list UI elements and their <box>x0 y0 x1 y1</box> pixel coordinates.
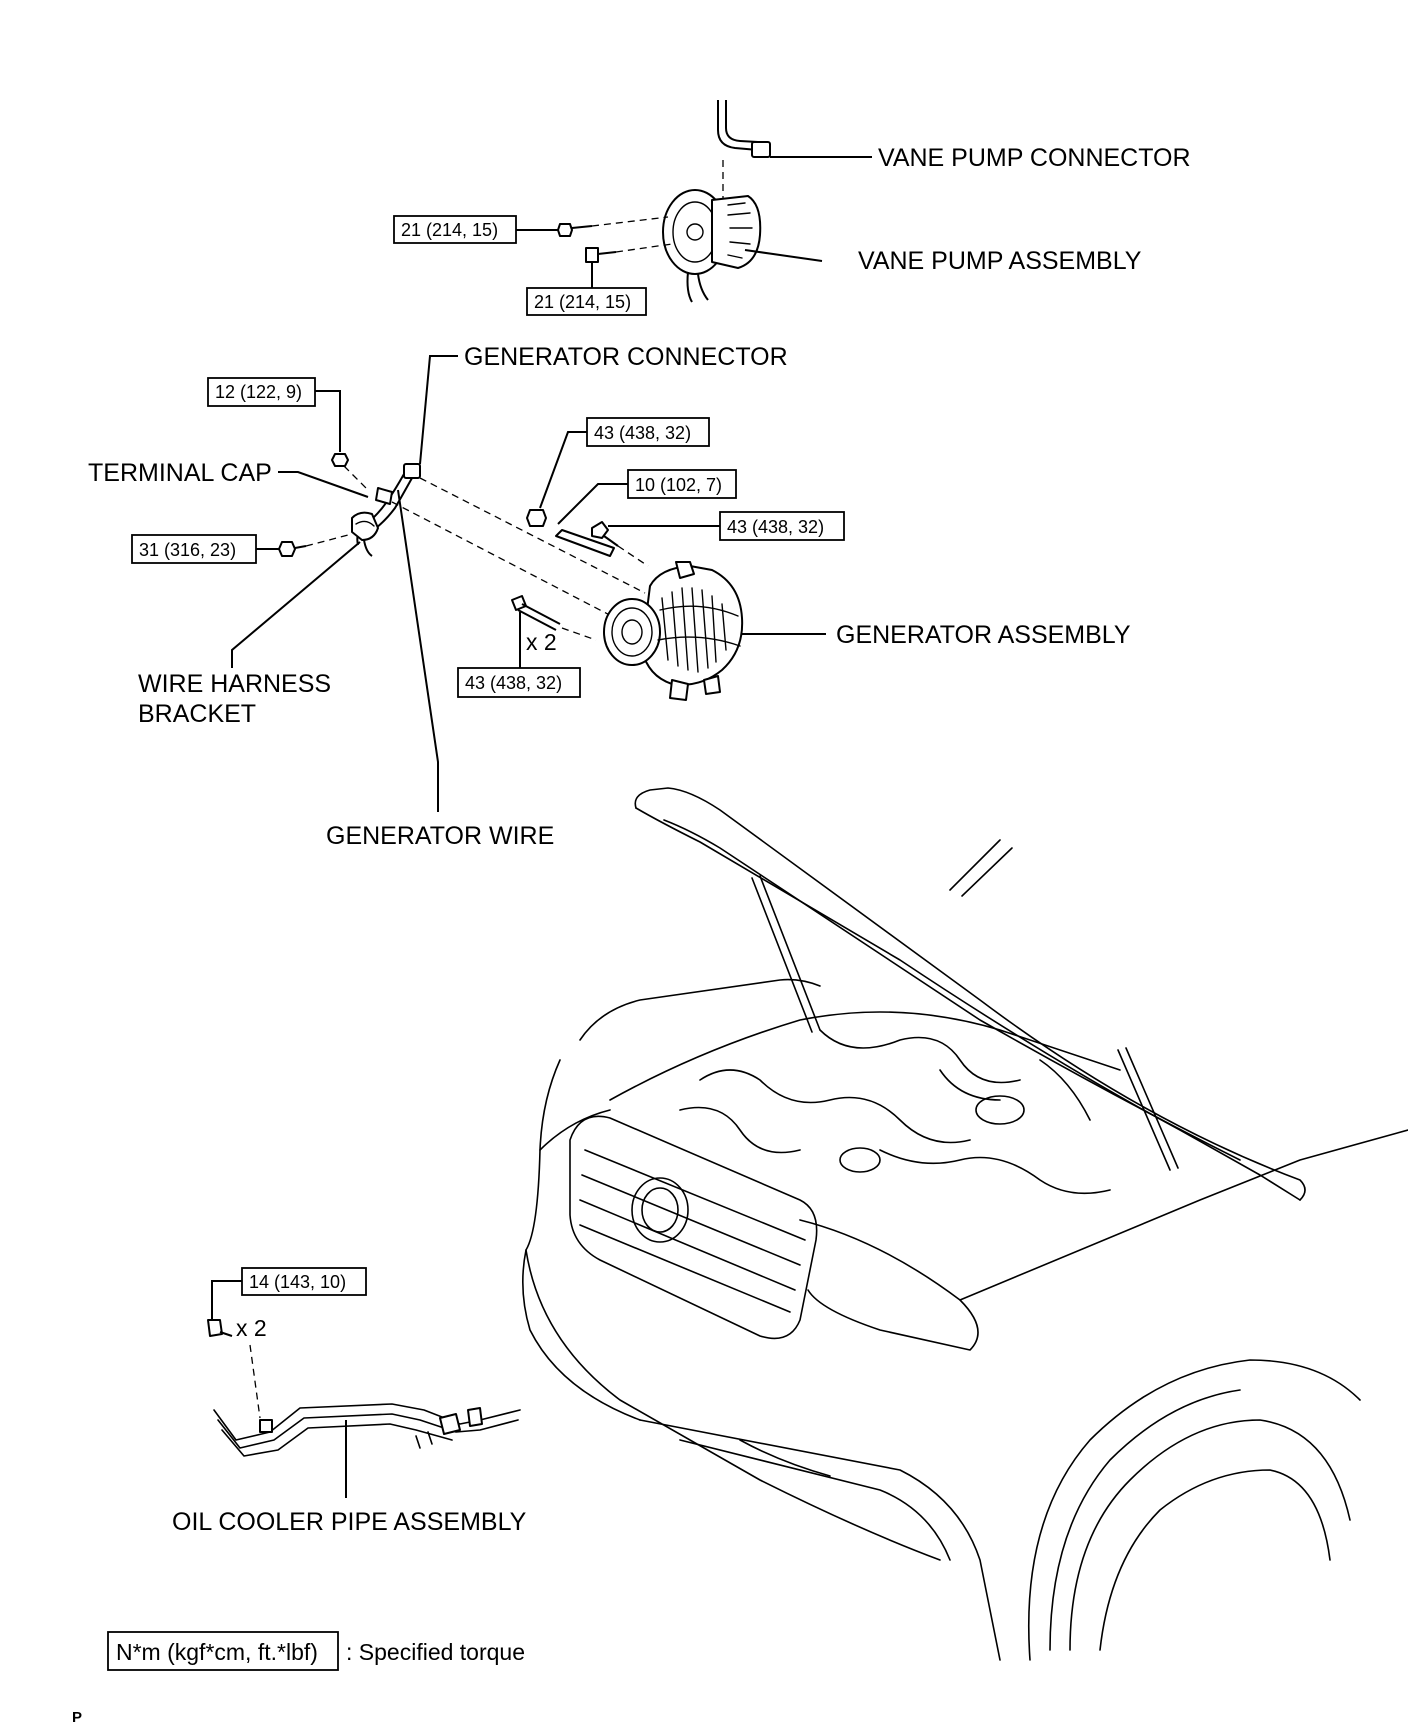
legend-unit-box <box>107 1631 339 1671</box>
torque-vane-lower: 21 (214, 15) <box>534 292 631 312</box>
vane-pump-assembly-label: VANE PUMP ASSEMBLY <box>858 247 1142 275</box>
wire-harness-bracket-label-2: BRACKET <box>138 700 256 728</box>
vehicle-front-illustration <box>522 787 1408 1661</box>
generator-bolt-lower <box>511 595 527 611</box>
torque-generator-stud: 10 (102, 7) <box>635 475 722 495</box>
vane-pump-harness <box>717 100 759 151</box>
generator-bolt-right <box>591 521 609 539</box>
oil-cooler-bolt-qty: x 2 <box>236 1315 267 1341</box>
torque-terminal-nut: 12 (122, 9) <box>215 382 302 402</box>
leader-wire-harness-bracket <box>231 541 361 668</box>
torque-legend: N*m (kgf*cm, ft.*lbf) : Specified torque <box>107 1631 525 1671</box>
terminal-cap-label: TERMINAL CAP <box>88 459 272 487</box>
torque-box-generator-bolt-right <box>719 511 845 541</box>
torque-box-terminal-nut <box>207 377 316 407</box>
torque-box-generator-stud <box>627 469 737 499</box>
leader-generator-connector <box>419 355 458 465</box>
oil-cooler-group: 14 (143, 10) x 2 OIL COOLER PIPE ASSEMBL… <box>172 1267 527 1536</box>
vane-lower-bolt <box>585 247 599 263</box>
leader-vane-pump-assembly <box>744 249 823 262</box>
torque-box-oil-cooler-bolt <box>241 1267 367 1296</box>
generator-lower-bolt-qty: x 2 <box>526 629 557 655</box>
terminal-nut <box>331 453 349 467</box>
torque-bracket-bolt: 31 (316, 23) <box>139 540 236 560</box>
vane-pump-body <box>662 189 762 303</box>
torque-box-vane-lower <box>526 287 647 316</box>
vane-upper-bolt <box>557 223 573 237</box>
generator-group: GENERATOR CONNECTOR 12 (122, 9) TERMINAL… <box>88 343 1131 850</box>
torque-vane-upper: 21 (214, 15) <box>401 220 498 240</box>
torque-oil-cooler-bolt: 14 (143, 10) <box>249 1272 346 1292</box>
bracket-bolt <box>278 541 296 557</box>
oil-cooler-pipe-assembly-label: OIL COOLER PIPE ASSEMBLY <box>172 1508 527 1536</box>
generator-assembly-label: GENERATOR ASSEMBLY <box>836 621 1131 649</box>
wire-harness-bracket-label-1: WIRE HARNESS <box>138 670 331 698</box>
page-mark: P <box>72 1709 82 1726</box>
vane-pump-connector-label: VANE PUMP CONNECTOR <box>878 144 1191 172</box>
legend-description: : Specified torque <box>346 1639 525 1665</box>
generator-connector-part <box>403 463 421 479</box>
legend-unit-text: N*m (kgf*cm, ft.*lbf) <box>116 1639 318 1665</box>
torque-box-vane-upper <box>393 215 517 244</box>
torque-box-generator-nut-top <box>586 417 710 447</box>
torque-generator-bolt-lower: 43 (438, 32) <box>465 673 562 693</box>
generator-connector-label: GENERATOR CONNECTOR <box>464 343 788 371</box>
oil-cooler-bolt <box>207 1319 223 1337</box>
oil-cooler-pipe-part <box>213 1403 521 1457</box>
generator-body <box>603 561 744 701</box>
vane-pump-connector-part <box>751 141 771 158</box>
torque-box-generator-bolt-lower <box>457 667 581 698</box>
generator-nut-top <box>526 509 547 527</box>
torque-box-bracket-bolt <box>131 534 257 564</box>
leader-generator-wire <box>397 489 439 812</box>
torque-generator-bolt-right: 43 (438, 32) <box>727 517 824 537</box>
torque-generator-nut-top: 43 (438, 32) <box>594 423 691 443</box>
terminal-cap-part <box>375 487 393 505</box>
wire-harness-bracket-part <box>351 511 379 541</box>
vane-pump-group: VANE PUMP CONNECTOR VANE PUMP ASSEMBLY 2… <box>393 100 1191 316</box>
generator-wire-label: GENERATOR WIRE <box>326 822 554 850</box>
leader-terminal-cap <box>278 471 369 498</box>
generator-stud-bolt <box>555 529 615 557</box>
